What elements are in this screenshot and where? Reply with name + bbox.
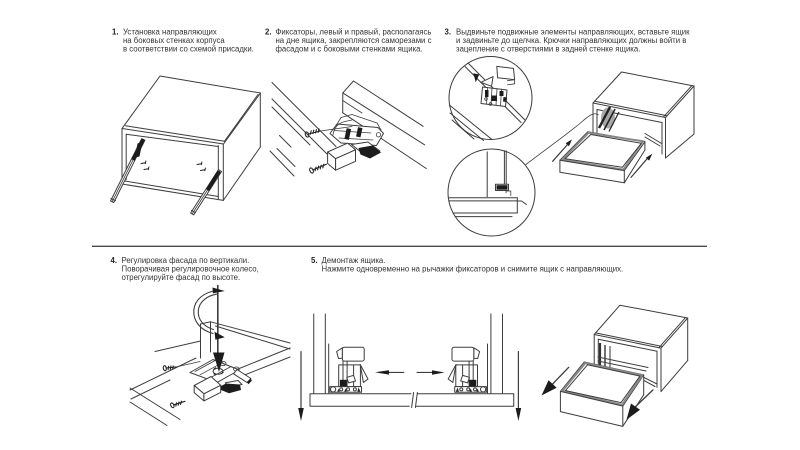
svg-text:на боковых стенках корпуса: на боковых стенках корпуса <box>123 36 225 45</box>
svg-text:Фиксаторы, левый и правый, рас: Фиксаторы, левый и правый, располагаясь <box>276 28 432 37</box>
svg-text:Поворачивая регулировочное кол: Поворачивая регулировочное колесо, <box>122 265 259 274</box>
svg-text:Нажмите одновременно на рычажк: Нажмите одновременно на рычажки фиксатор… <box>322 265 624 274</box>
svg-text:Выдвиньте подвижные элементы н: Выдвиньте подвижные элементы направляющи… <box>456 28 690 37</box>
svg-text:4.: 4. <box>111 256 118 265</box>
svg-text:отрегулируйте фасад по высоте.: отрегулируйте фасад по высоте. <box>122 273 241 282</box>
svg-text:на дне ящика, закрепляются сам: на дне ящика, закрепляются саморезами с <box>276 36 432 45</box>
svg-text:2.: 2. <box>265 28 272 37</box>
svg-text:3.: 3. <box>445 28 452 37</box>
svg-text:в соответствии со схемой приса: в соответствии со схемой присадки. <box>123 45 254 54</box>
svg-text:фасадом и с боковыми стенками: фасадом и с боковыми стенками ящика. <box>276 45 423 54</box>
svg-text:Регулировка фасада по вертикал: Регулировка фасада по вертикали. <box>122 256 250 265</box>
svg-text:зацепление с отверстиями в зад: зацепление с отверстиями в задней стенке… <box>456 45 640 54</box>
svg-text:1.: 1. <box>112 28 119 37</box>
svg-text:5.: 5. <box>311 256 318 265</box>
svg-text:Демонтаж ящика.: Демонтаж ящика. <box>322 256 386 265</box>
svg-text:Установка направляющих: Установка направляющих <box>123 28 217 37</box>
svg-text:и задвиньте до щелчка. Крючки: и задвиньте до щелчка. Крючки направляющ… <box>456 36 686 45</box>
